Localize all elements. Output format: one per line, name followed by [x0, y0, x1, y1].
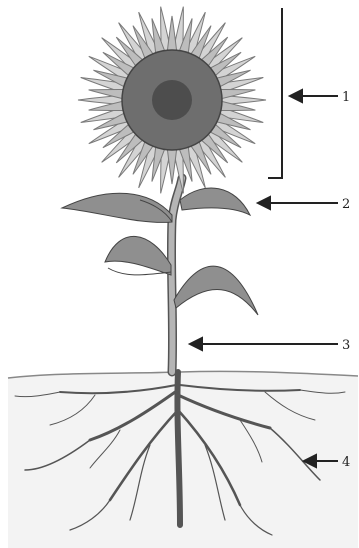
- label-1: 1: [342, 90, 350, 105]
- flower-head: [78, 7, 266, 194]
- flower-disk-center: [152, 80, 192, 120]
- stem: [171, 178, 182, 372]
- leaves: [62, 188, 258, 315]
- label-3: 3: [342, 338, 350, 353]
- label-4: 4: [342, 455, 350, 470]
- flower-bracket: [268, 8, 282, 178]
- label-2: 2: [342, 197, 350, 212]
